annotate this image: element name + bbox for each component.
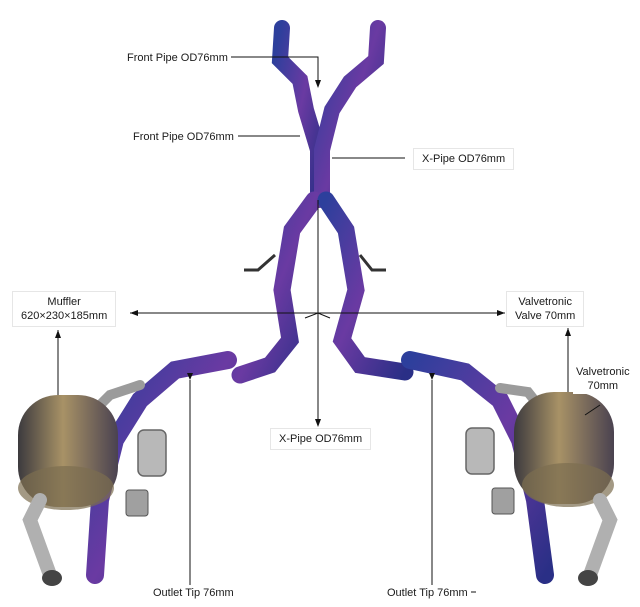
label-x-pipe-right: X-Pipe OD76mm: [413, 148, 515, 170]
label-front-pipe-top: Front Pipe OD76mm: [124, 50, 231, 66]
label-outlet-tip-right: Outlet Tip 76mm: [384, 585, 471, 601]
label-muffler: Muffler 620×230×185mm: [12, 291, 117, 327]
mid-pipe-right: [317, 191, 414, 381]
label-front-pipe-mid: Front Pipe OD76mm: [130, 129, 237, 145]
valve-left: [125, 429, 167, 517]
outlet-tip-right-1: [583, 493, 618, 582]
callout-arrowheads: [55, 80, 571, 427]
rear-pipe-left: [86, 351, 237, 584]
muffler-left: [18, 395, 118, 510]
front-pipe-left: [271, 20, 326, 208]
label-valvetronic-right: Valvetronic 70mm: [573, 364, 633, 394]
label-valvetronic-valve: Valvetronic Valve 70mm: [506, 291, 585, 327]
muffler-right: [514, 392, 614, 507]
label-outlet-tip-left: Outlet Tip 76mm: [150, 585, 237, 601]
rear-pipe-right: [401, 351, 554, 584]
outlet-tip-left-1: [22, 493, 57, 582]
label-x-pipe-center: X-Pipe OD76mm: [270, 428, 372, 450]
valve-right: [465, 427, 515, 515]
mid-pipe-left: [231, 191, 323, 384]
front-pipe-right: [314, 20, 386, 208]
